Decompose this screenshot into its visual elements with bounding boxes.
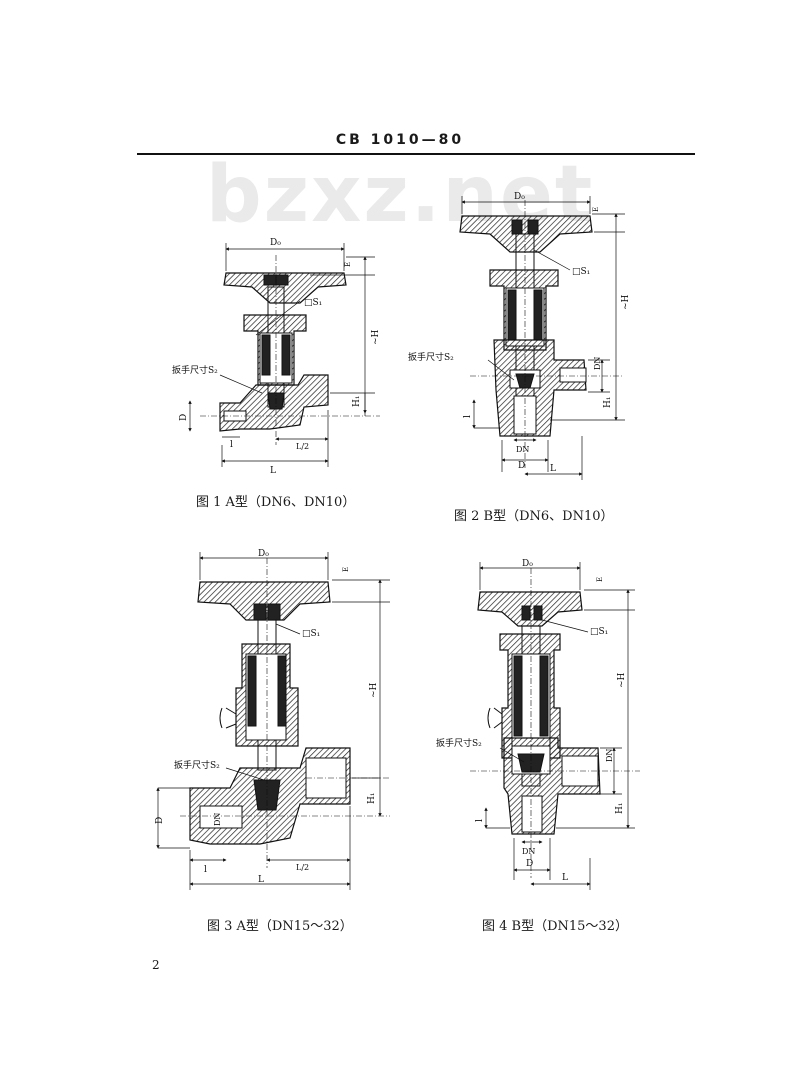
page-number: 2 [152, 958, 160, 972]
fig4-label-s2: 扳手尺寸S₂ [436, 737, 482, 749]
fig1-label-d0: D₀ [270, 238, 281, 248]
fig1-label-h1: H₁ [352, 396, 362, 407]
header-rule [137, 153, 695, 155]
figure-3-caption: 图 3 A型（DN15～32） [207, 919, 353, 934]
figure-1-caption: 图 1 A型（DN6、DN10） [196, 495, 356, 510]
fig2-label-s2: 扳手尺寸S₂ [408, 351, 454, 363]
fig3-label-h: ~H [369, 682, 379, 698]
fig4-label-h: ~H [617, 672, 627, 688]
fig3-label-d0: D₀ [258, 549, 269, 559]
fig2-label-h1: H₁ [603, 397, 613, 408]
fig1-label-l-half: L/2 [296, 442, 309, 451]
fig4-label-dn-bottom: DN [522, 847, 535, 856]
fig1-label-d: D [179, 414, 189, 421]
fig3-label-dn: DN [213, 813, 222, 826]
fig2-label-e: E [592, 207, 600, 212]
watermark: bzxz.net [205, 150, 595, 240]
fig3-label-l-half: L/2 [296, 863, 309, 872]
fig4-label-dn-side: DN [605, 749, 614, 762]
fig2-label-l: L [550, 464, 556, 474]
fig1-label-l: L [270, 466, 276, 476]
fig2-label-d0: D₀ [514, 192, 525, 202]
fig4-label-l-small: l [475, 819, 485, 822]
figure-2-caption: 图 2 B型（DN6、DN10） [454, 509, 614, 524]
fig4-label-h1: H₁ [615, 803, 625, 814]
fig4-label-d0: D₀ [522, 559, 533, 569]
fig4-label-d: D [526, 859, 533, 869]
fig1-label-l-small: l [230, 440, 233, 450]
fig2-label-s1: □S₁ [572, 267, 590, 277]
fig4-label-e: E [596, 577, 604, 582]
figure-4-caption: 图 4 B型（DN15～32） [482, 919, 628, 934]
fig3-label-s2: 扳手尺寸S₂ [174, 759, 220, 771]
fig1-label-h: ~H [371, 329, 381, 345]
figure-2-drawing: D₀ E □S₁ ~H DN H₁ 扳手尺寸S₂ l DN D L [408, 190, 650, 480]
fig2-label-l-small: l [463, 415, 473, 418]
fig2-label-h: ~H [621, 294, 631, 310]
figure-4-drawing: D₀ E □S₁ ~H DN H₁ 扳手尺寸S₂ l DN D L [430, 558, 660, 893]
fig1-label-s1: □S₁ [304, 298, 322, 308]
fig4-label-l: L [562, 873, 568, 883]
fig3-label-l-small: l [204, 865, 207, 875]
fig3-label-h1: H₁ [367, 793, 377, 804]
fig2-label-dn-bottom: DN [516, 445, 529, 454]
fig1-label-e: E [344, 262, 352, 267]
fig3-label-s1: □S₁ [302, 629, 320, 639]
fig4-label-s1: □S₁ [590, 627, 608, 637]
fig1-label-s2: 扳手尺寸S₂ [172, 364, 218, 376]
fig3-label-l: L [258, 875, 264, 885]
figure-1-drawing: D₀ E □S₁ ~H H₁ 扳手尺寸S₂ D l L/2 L [160, 235, 390, 476]
fig2-label-d: D [518, 461, 525, 471]
fig2-label-dn-side: DN [593, 357, 602, 370]
fig3-label-d: D [155, 817, 165, 824]
document-code: CB 1010—80 [335, 132, 465, 148]
fig3-label-e: E [342, 567, 350, 572]
figure-3-drawing: D₀ E □S₁ ~H H₁ 扳手尺寸S₂ DN D l L/2 L [150, 548, 400, 893]
